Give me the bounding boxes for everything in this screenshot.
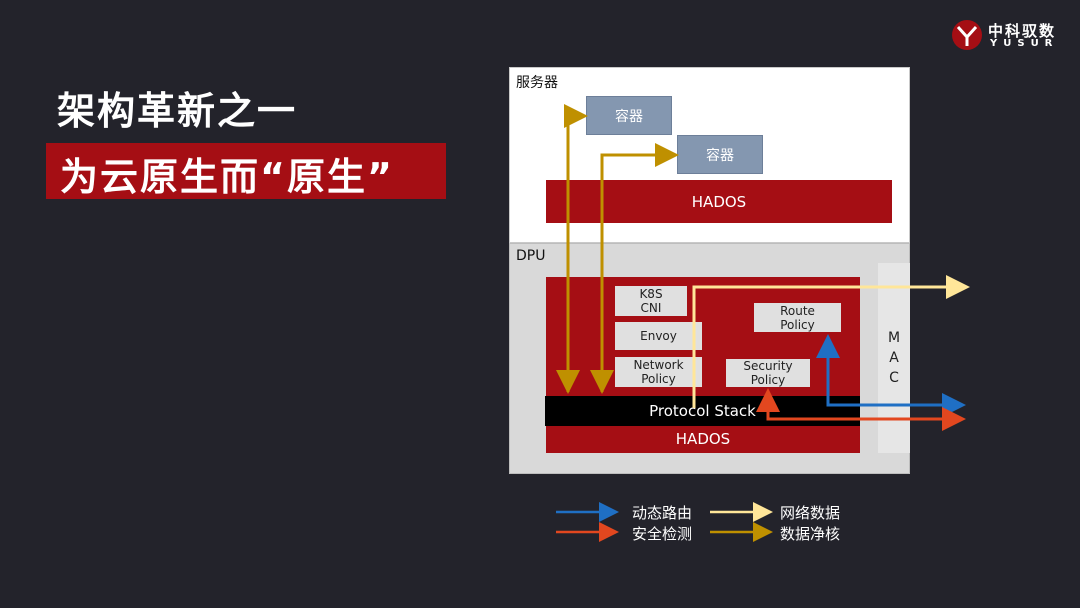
envoy-label: Envoy bbox=[640, 329, 677, 343]
server-hados: HADOS bbox=[546, 180, 892, 223]
yusur-logo-icon bbox=[952, 20, 982, 50]
logo-text-cn: 中科驭数 bbox=[988, 22, 1057, 40]
legend-label-routing: 动态路由 bbox=[632, 504, 693, 522]
dpu-hados: HADOS bbox=[546, 426, 860, 452]
security-policy-label: Security bbox=[743, 359, 793, 373]
k8s-cni-label-line2: CNI bbox=[640, 301, 662, 315]
server-label: 服务器 bbox=[516, 75, 558, 91]
route-policy-label: Route bbox=[780, 303, 815, 318]
security-policy-module: Security Policy bbox=[726, 359, 810, 387]
route-policy-label-line2: Policy bbox=[780, 317, 815, 332]
mac-block: M A C bbox=[878, 263, 910, 453]
envoy-module: Envoy bbox=[615, 322, 702, 350]
mac-letter-a: A bbox=[889, 350, 899, 366]
network-policy-label-line2: Policy bbox=[641, 372, 676, 386]
legend-label-security: 安全检测 bbox=[632, 525, 693, 543]
network-policy-label: Network bbox=[633, 358, 684, 372]
logo-text-en: YUSUR bbox=[990, 38, 1059, 49]
security-policy-label-line2: Policy bbox=[750, 373, 786, 387]
gold-arrow-1 bbox=[556, 104, 588, 394]
subtitle-banner bbox=[46, 143, 446, 199]
slide-subtitle: 为云原生而“原生” bbox=[60, 155, 394, 199]
gold-arrow-2 bbox=[590, 143, 679, 394]
k8s-cni-label: K8S bbox=[639, 287, 663, 301]
k8s-cni-module: K8S CNI bbox=[615, 286, 687, 316]
route-policy-module: Route Policy bbox=[754, 303, 841, 332]
legend-label-network: 网络数据 bbox=[780, 504, 841, 522]
network-policy-module: Network Policy bbox=[615, 357, 702, 387]
mac-letter-m: M bbox=[887, 330, 901, 346]
container-box-2: 容器 bbox=[677, 135, 763, 174]
slide-title: 架构革新之一 bbox=[57, 89, 298, 133]
yellow-arrow bbox=[692, 275, 970, 408]
blue-arrow-out bbox=[826, 338, 966, 417]
dpu-label: DPU bbox=[516, 248, 546, 264]
mac-letter-c: C bbox=[889, 370, 899, 386]
legend-label-purify: 数据净核 bbox=[780, 525, 841, 543]
container-box-1: 容器 bbox=[586, 96, 672, 135]
protocol-stack: Protocol Stack bbox=[545, 396, 860, 426]
